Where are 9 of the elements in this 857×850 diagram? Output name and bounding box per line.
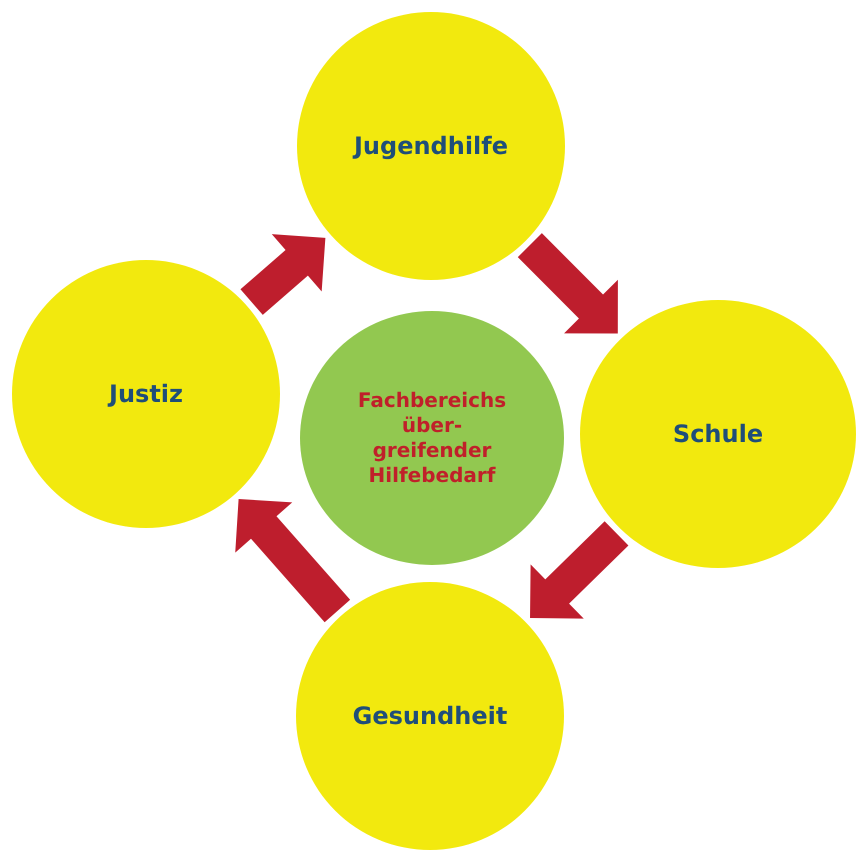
topic-label: Schule	[672, 420, 764, 448]
center-label: Fachbereichs über- greifender Hilfebedarf	[357, 388, 507, 488]
block-arrow	[530, 521, 628, 619]
topic-label: Gesundheit	[352, 702, 508, 730]
topic-label: Jugendhilfe	[354, 132, 508, 160]
topic-label: Justiz	[109, 380, 183, 408]
block-arrow	[518, 233, 618, 334]
block-arrow	[240, 234, 326, 315]
block-arrow	[235, 499, 350, 622]
